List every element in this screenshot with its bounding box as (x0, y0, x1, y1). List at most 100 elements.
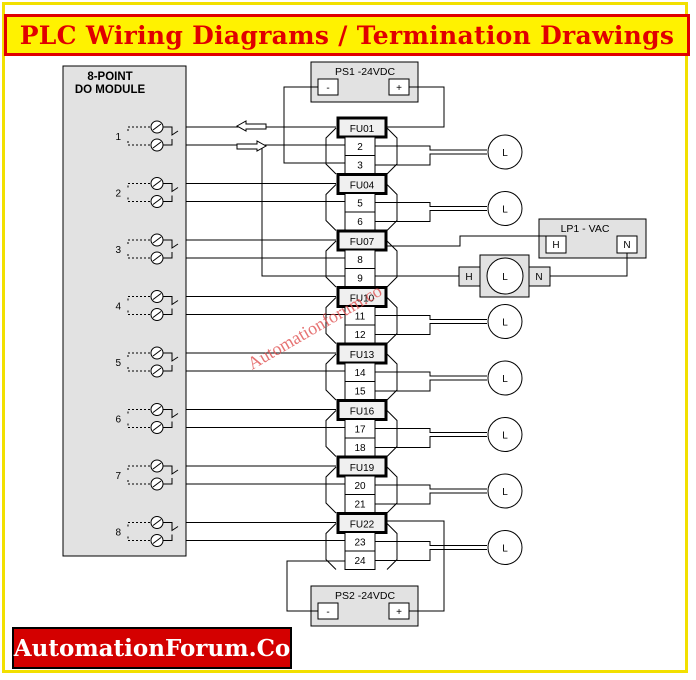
screw-slot (152, 349, 162, 357)
internal-link (127, 141, 150, 146)
screw-slot (152, 424, 162, 431)
lp1-label: LP1 - VAC (561, 223, 610, 235)
screw-slot (152, 519, 162, 526)
ac-load-hot-label: H (465, 272, 472, 283)
bus-bracket-right (386, 353, 398, 401)
internal-link (127, 254, 150, 259)
bus-bracket-right (386, 240, 398, 288)
bus-bracket-right (386, 184, 398, 231)
bus-bracket-left (325, 184, 337, 231)
terminal-number: 14 (354, 368, 366, 379)
module-channel-2: 2 (115, 177, 179, 208)
internal-link (127, 423, 150, 428)
module-channel-6: 6 (115, 403, 179, 434)
fuse-label: FU22 (350, 520, 375, 531)
terminal-number: 6 (357, 217, 363, 228)
lamp-wire (375, 315, 487, 320)
fuse-label: FU04 (350, 181, 375, 192)
ps1-positive-label: + (396, 83, 402, 94)
module-channel-3: 3 (115, 233, 179, 265)
channel-number: 3 (115, 245, 121, 256)
lamp-wire (375, 145, 487, 151)
contact-symbol (163, 465, 179, 475)
lamp-wire (375, 549, 487, 561)
bus-bracket-right (386, 297, 398, 344)
screw-slot (152, 123, 162, 131)
contact-symbol (163, 239, 179, 249)
lamp-wire (375, 153, 487, 166)
contact-symbol (163, 421, 173, 428)
terminal-number: 3 (357, 161, 363, 172)
ac-load: H L N (458, 254, 551, 298)
ps1-power-supply: PS1 -24VDC - + (310, 61, 419, 103)
bus-bracket-right (386, 127, 398, 175)
lamp-wire (375, 484, 487, 490)
fuse-label: FU10 (350, 294, 375, 305)
screw-slot (152, 537, 162, 544)
lp1-panel: LP1 - VAC H N (538, 218, 647, 259)
bus-bracket-right (386, 523, 398, 570)
terminal-number: 5 (357, 199, 363, 210)
title-banner: PLC Wiring Diagrams / Termination Drawin… (4, 14, 690, 56)
lamp-label: L (502, 374, 508, 385)
bus-bracket-left (325, 353, 337, 401)
module-channel-1: 1 (115, 120, 179, 152)
bus-bracket-right (386, 410, 398, 457)
ps2-positive-label: + (396, 607, 402, 618)
module-channel-5: 5 (115, 346, 179, 378)
lamp-label: L (502, 205, 508, 216)
footer-brand-text: AutomationForum.Co (13, 634, 291, 662)
channel-number: 5 (115, 358, 121, 369)
internal-link (127, 480, 150, 485)
do-module-body (62, 65, 187, 557)
lamp-label: L (502, 318, 508, 329)
terminal-groups: FU0123FU0456FU0789FU101112FU131415FU1617… (325, 116, 398, 570)
ps1-negative-label: - (326, 83, 329, 94)
screw-slot (152, 141, 162, 149)
contact-symbol (163, 139, 173, 146)
channel-number: 1 (115, 132, 121, 143)
lp1-hot-label: H (552, 240, 559, 251)
screw-slot (152, 311, 162, 318)
lp1-neutral-label: N (623, 240, 630, 251)
bus-bracket-left (325, 127, 337, 175)
module-channel-8: 8 (115, 516, 179, 547)
screw-slot (152, 180, 162, 187)
module-channel-7: 7 (115, 459, 179, 491)
lamp-icon (487, 304, 523, 339)
internal-link (127, 367, 150, 372)
lamp-wire (375, 379, 487, 392)
contact-symbol (163, 352, 179, 362)
signal-arrows (235, 120, 268, 152)
channel-number: 7 (115, 471, 121, 482)
lamp-label: L (502, 431, 508, 442)
channel-number: 8 (115, 528, 121, 539)
ps1-label: PS1 -24VDC (335, 66, 396, 78)
channel-number: 2 (115, 189, 121, 200)
contact-symbol (163, 252, 173, 259)
ps2-negative-label: - (326, 607, 329, 618)
fuse-label: FU07 (350, 237, 375, 248)
lamp-wire (375, 371, 487, 377)
contact-symbol (163, 126, 179, 136)
power-wiring (186, 86, 628, 612)
lamp-icon (487, 473, 523, 509)
terminal-number: 8 (357, 255, 363, 266)
contact-symbol (163, 365, 173, 372)
contact-symbol (163, 195, 173, 202)
screw-slot (152, 198, 162, 205)
screw-slot (152, 406, 162, 413)
internal-link (127, 310, 150, 315)
ac-load-lamp-label: L (502, 272, 508, 283)
page-frame (2, 2, 688, 673)
internal-link (127, 183, 150, 188)
ps2-power-supply: PS2 -24VDC - + (310, 585, 419, 627)
bus-bracket-left (325, 240, 337, 288)
fuse-label: FU16 (350, 407, 375, 418)
